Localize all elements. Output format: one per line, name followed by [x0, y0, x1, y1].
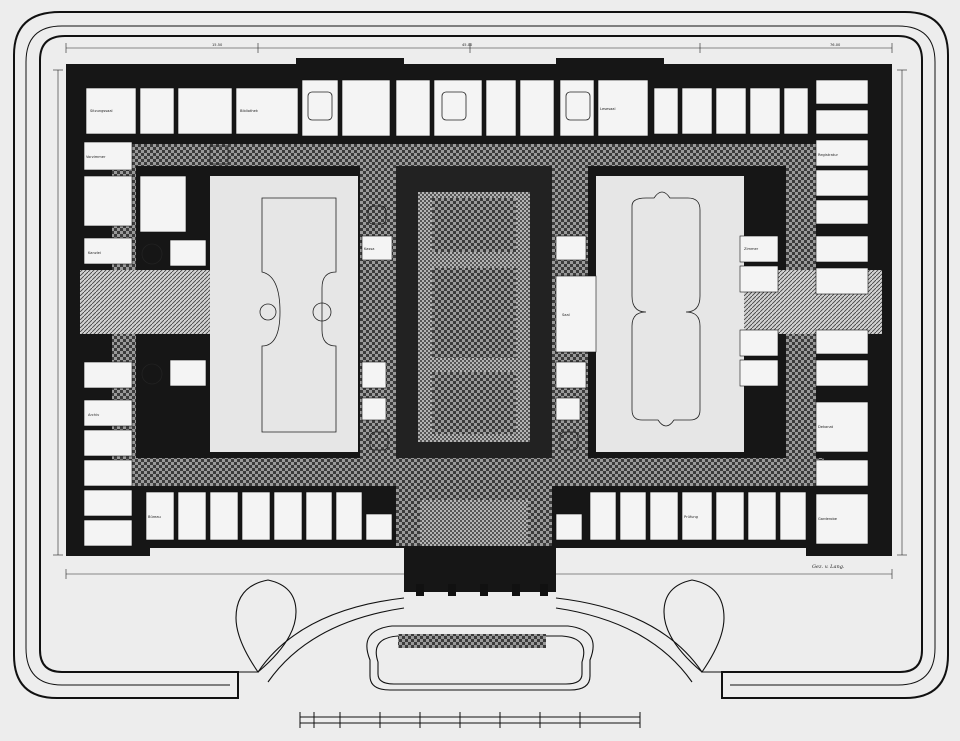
room	[361, 361, 387, 389]
room	[715, 87, 747, 135]
left-courtyard	[210, 176, 358, 452]
room	[335, 491, 363, 541]
room	[815, 493, 869, 545]
room	[169, 359, 207, 387]
room	[555, 397, 581, 421]
room	[649, 491, 679, 541]
room	[83, 429, 133, 457]
room	[779, 491, 807, 541]
dimension-label-right: 76.00	[830, 43, 841, 47]
room-label: Kassa	[364, 247, 374, 251]
rooms	[83, 79, 869, 547]
room	[177, 87, 233, 135]
room	[305, 491, 333, 541]
room	[815, 139, 869, 167]
portico-columns	[416, 584, 548, 596]
room	[739, 359, 779, 387]
room-label: Saal	[562, 313, 570, 317]
room	[815, 401, 869, 453]
room	[739, 329, 779, 357]
forecourt-ramps	[235, 579, 725, 691]
room	[653, 87, 679, 135]
entrance-steps	[398, 634, 546, 648]
room-label: Registratur	[818, 153, 838, 157]
dimension-label-left: 15.50	[212, 43, 223, 47]
room	[85, 87, 137, 135]
room	[681, 491, 713, 541]
room	[83, 361, 133, 389]
room	[361, 397, 387, 421]
room-label: Archiv	[88, 413, 100, 417]
room	[739, 265, 779, 293]
room	[681, 87, 713, 135]
room	[555, 235, 587, 261]
room	[815, 459, 869, 487]
room-label: Garderobe	[818, 517, 838, 521]
room	[273, 491, 303, 541]
room-label: Lesesaal	[600, 107, 616, 111]
room	[555, 513, 583, 541]
room	[145, 491, 175, 541]
room	[83, 399, 133, 427]
dimension-label-center: 45.00	[462, 43, 473, 47]
room	[815, 235, 869, 263]
scale-bar	[299, 712, 641, 728]
room	[235, 87, 299, 135]
room	[177, 491, 207, 541]
room	[395, 79, 431, 137]
room-label: Kanzlei	[88, 251, 101, 255]
room	[555, 361, 587, 389]
room	[559, 79, 595, 137]
room	[815, 329, 869, 355]
room	[83, 459, 133, 487]
room	[361, 235, 393, 261]
room-labels: Sitzungssaal Bibliothek Lesesaal Vorzimm…	[86, 107, 838, 521]
room	[815, 169, 869, 197]
site-boundary	[13, 11, 949, 699]
room	[815, 109, 869, 135]
room	[83, 141, 133, 171]
room	[241, 491, 271, 541]
room	[619, 491, 647, 541]
room-label: Prüfung	[684, 515, 698, 519]
room	[83, 489, 133, 517]
room	[739, 235, 779, 263]
room	[555, 275, 597, 353]
room	[169, 239, 207, 267]
room-label: Bibliothek	[240, 109, 259, 113]
room	[139, 87, 175, 135]
room	[83, 175, 133, 227]
room	[209, 491, 239, 541]
room	[341, 79, 391, 137]
room-label: Büreau	[148, 515, 161, 519]
room-label: Dekanat	[818, 425, 834, 429]
room	[139, 175, 187, 233]
stair-symbols	[141, 91, 591, 451]
room	[749, 87, 781, 135]
architect-signature: Gez. v. Lang.	[812, 564, 845, 570]
room	[589, 491, 617, 541]
room	[815, 359, 869, 387]
right-courtyard	[596, 176, 744, 452]
room-label: Vorzimmer	[86, 155, 106, 159]
room	[83, 237, 133, 265]
room-label: Sitzungssaal	[90, 109, 113, 113]
room-label: Zimmer	[744, 247, 759, 251]
room	[715, 491, 745, 541]
room	[519, 79, 555, 137]
room	[815, 79, 869, 105]
central-block	[396, 166, 552, 546]
room	[747, 491, 777, 541]
room	[485, 79, 517, 137]
room	[815, 199, 869, 225]
room	[301, 79, 339, 137]
room	[597, 79, 649, 137]
room	[365, 513, 393, 541]
room	[783, 87, 809, 135]
room	[83, 519, 133, 547]
room	[815, 267, 869, 295]
room	[433, 79, 483, 137]
